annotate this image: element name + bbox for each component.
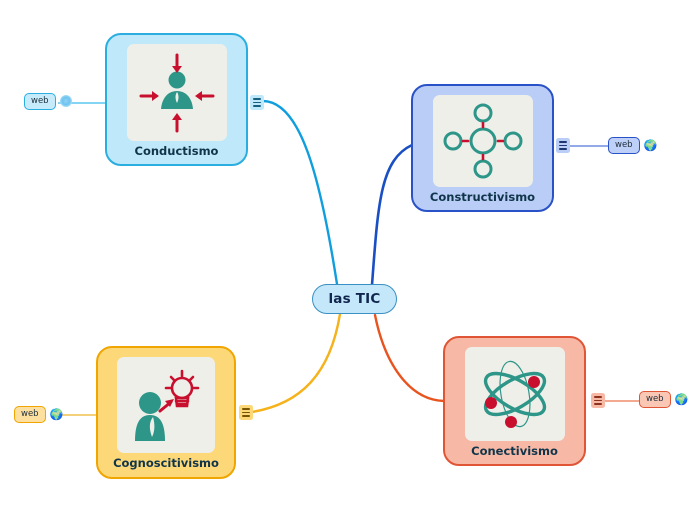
note-lines-icon-conectivismo[interactable]: [591, 393, 605, 408]
topic-label-conductismo: Conductismo: [134, 144, 219, 158]
leaf-label-constructivismo: web: [608, 137, 640, 154]
topic-card-conductismo[interactable]: Conductismo: [105, 33, 248, 166]
leaf-constructivismo-web[interactable]: web 🌍: [608, 137, 657, 154]
leaf-label-conectivismo: web: [639, 391, 671, 408]
note-lines-icon-cognoscitivismo[interactable]: [239, 405, 253, 420]
person-with-lightbulb-icon: [135, 369, 200, 441]
person-with-inward-arrows-icon: [139, 53, 214, 132]
conductismo-image: [126, 44, 227, 141]
topic-card-conectivismo[interactable]: Conectivismo: [443, 336, 586, 466]
center-node[interactable]: las TIC: [312, 284, 397, 314]
leaf-conectivismo-web[interactable]: web 🌍: [639, 391, 688, 408]
conectivismo-image: [464, 347, 565, 441]
globe-icon-constructivismo: 🌍: [643, 138, 658, 152]
topic-label-cognoscitivismo: Cognoscitivismo: [113, 456, 219, 470]
cognoscitivismo-image: [117, 357, 215, 453]
center-node-label: las TIC: [328, 291, 381, 307]
topic-label-conectivismo: Conectivismo: [471, 444, 558, 458]
atom-network-icon: [483, 360, 546, 428]
note-lines-icon-conductismo[interactable]: [250, 95, 264, 110]
constructivismo-image: [432, 95, 533, 187]
edge-cognoscitivismo: [250, 312, 342, 414]
leaf-label-cognoscitivismo: web: [14, 406, 46, 423]
leaf-label-conductismo: web: [24, 93, 56, 110]
note-lines-icon-constructivismo[interactable]: [556, 138, 570, 153]
topic-card-cognoscitivismo[interactable]: Cognoscitivismo: [96, 346, 236, 479]
edge-conectivismo: [373, 313, 446, 403]
globe-icon-conectivismo: 🌍: [674, 392, 689, 406]
leaf-cognoscitivismo-web[interactable]: web 🌍: [14, 406, 63, 423]
globe-icon-cognoscitivismo: 🌍: [49, 407, 64, 421]
globe-icon-conductismo: [59, 95, 72, 108]
edge-constructivismo: [370, 143, 414, 287]
leaf-conductismo-web[interactable]: web: [24, 93, 72, 110]
topic-card-constructivismo[interactable]: Constructivismo: [411, 84, 554, 212]
edge-conductismo: [260, 99, 339, 286]
topic-label-constructivismo: Constructivismo: [429, 190, 536, 204]
connected-circles-icon: [443, 103, 522, 179]
